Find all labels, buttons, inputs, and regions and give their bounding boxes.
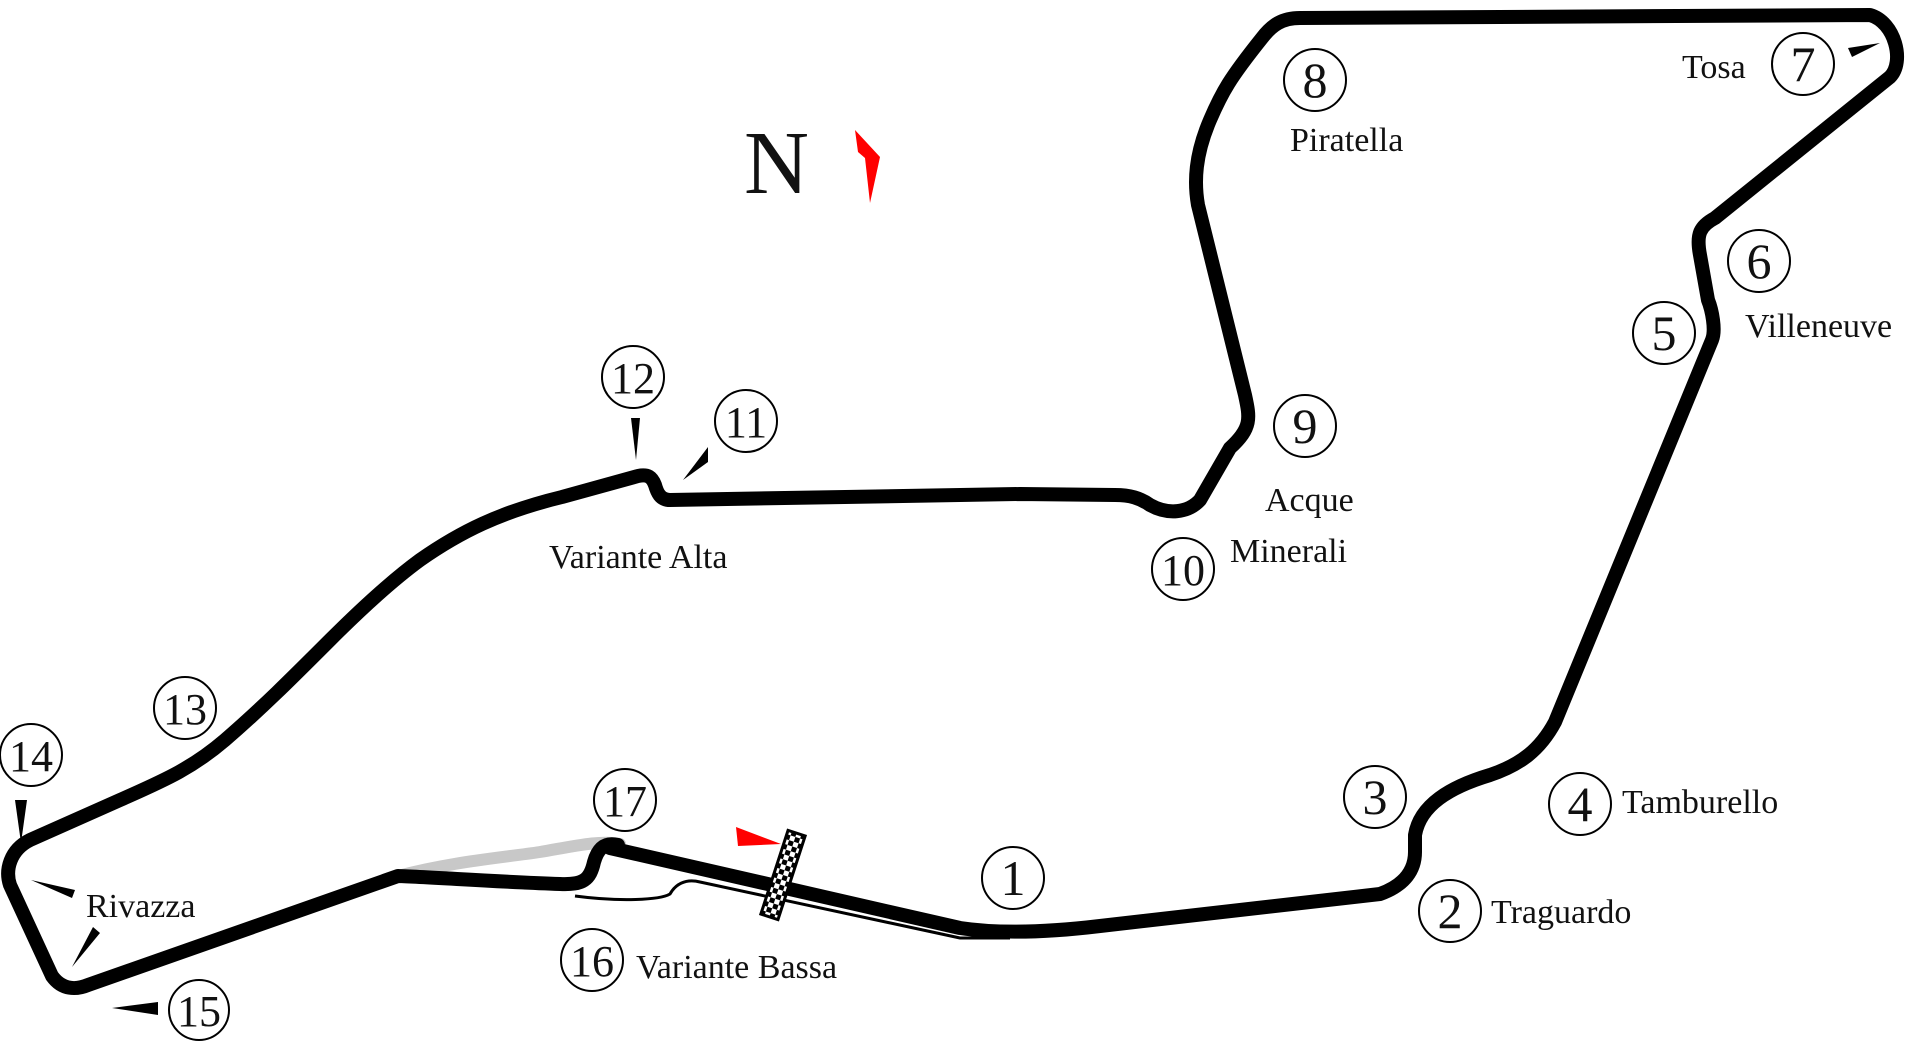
turn-10-marker: 10 bbox=[1151, 537, 1215, 601]
turn-6-number: 6 bbox=[1747, 233, 1772, 289]
turn-5-number: 5 bbox=[1652, 305, 1677, 361]
turn-4-marker: 4 bbox=[1548, 772, 1612, 836]
corner-acque-minerali-line1: Acque bbox=[1265, 482, 1354, 519]
turn-8-marker: 8 bbox=[1283, 48, 1347, 112]
turn-11-number: 11 bbox=[725, 398, 767, 447]
turn-4-number: 4 bbox=[1568, 776, 1593, 832]
turn-5-marker: 5 bbox=[1632, 301, 1696, 365]
direction-arrow-rivazza bbox=[31, 880, 75, 898]
corner-traguardo: Traguardo bbox=[1491, 894, 1631, 931]
turn-14-number: 14 bbox=[9, 732, 53, 781]
turn-10-number: 10 bbox=[1161, 546, 1205, 595]
corner-variante-alta: Variante Alta bbox=[549, 539, 727, 576]
pit-lane bbox=[574, 879, 1010, 940]
turn-15-marker: 15 bbox=[168, 979, 230, 1041]
turn-17-number: 17 bbox=[603, 777, 647, 826]
corner-acque-minerali-line2: Minerali bbox=[1230, 533, 1347, 570]
turn-6-marker: 6 bbox=[1727, 229, 1791, 293]
turn-1-number: 1 bbox=[1001, 850, 1026, 906]
corner-variante-bassa: Variante Bassa bbox=[636, 949, 837, 986]
turn-16-number: 16 bbox=[570, 937, 614, 986]
corner-tamburello: Tamburello bbox=[1622, 784, 1778, 821]
turn-7-number: 7 bbox=[1791, 36, 1816, 92]
turn-1-marker: 1 bbox=[981, 846, 1045, 910]
track-outline bbox=[1, 8, 1905, 996]
direction-arrow-rivazza-2 bbox=[72, 927, 100, 967]
corner-rivazza: Rivazza bbox=[86, 888, 196, 925]
corner-tosa: Tosa bbox=[1682, 49, 1746, 86]
turn-7-marker: 7 bbox=[1771, 32, 1835, 96]
turn-16-marker: 16 bbox=[560, 928, 624, 992]
turn-13-number: 13 bbox=[163, 685, 207, 734]
corner-piratella: Piratella bbox=[1290, 122, 1403, 159]
north-arrow bbox=[855, 130, 880, 203]
turn-3-marker: 3 bbox=[1343, 765, 1407, 829]
turn-3-number: 3 bbox=[1363, 769, 1388, 825]
turn-12-number: 12 bbox=[611, 354, 655, 403]
turn-11-marker: 11 bbox=[714, 389, 778, 453]
turn-13-marker: 13 bbox=[153, 676, 217, 740]
turn-15-number: 15 bbox=[177, 987, 221, 1036]
turn-2-marker: 2 bbox=[1418, 879, 1482, 943]
direction-arrow-12 bbox=[631, 418, 640, 460]
turn-9-marker: 9 bbox=[1273, 394, 1337, 458]
start-direction-arrow bbox=[736, 827, 781, 846]
direction-arrow-7 bbox=[1848, 43, 1880, 57]
corner-villeneuve: Villeneuve bbox=[1745, 308, 1892, 345]
turn-2-number: 2 bbox=[1438, 883, 1463, 939]
turn-8-number: 8 bbox=[1303, 52, 1328, 108]
direction-arrow-14 bbox=[15, 800, 27, 843]
direction-arrow-11 bbox=[683, 447, 708, 480]
turn-12-marker: 12 bbox=[601, 345, 665, 409]
turn-17-marker: 17 bbox=[593, 768, 657, 832]
turn-14-marker: 14 bbox=[0, 723, 63, 787]
north-label: N bbox=[744, 114, 809, 213]
direction-arrow-15 bbox=[112, 1002, 158, 1015]
finish-line bbox=[758, 828, 808, 922]
turn-9-number: 9 bbox=[1293, 398, 1318, 454]
